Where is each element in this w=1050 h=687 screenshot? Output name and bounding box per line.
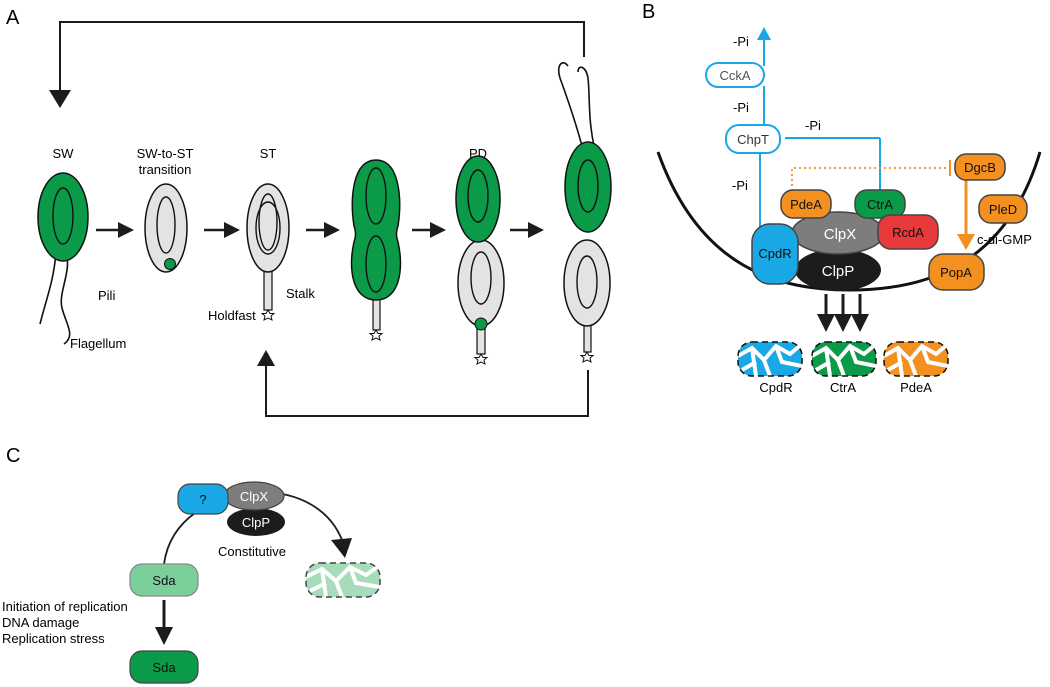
stabilization-arrow	[155, 600, 173, 645]
degradation-path-arrowhead	[331, 538, 352, 558]
constitutive-label: Constitutive	[218, 544, 286, 559]
degraded-ctra	[811, 341, 877, 377]
svg-text:PleD: PleD	[989, 202, 1017, 217]
stage-label-st: ST	[260, 146, 277, 161]
clpx-complex-c: ClpX	[223, 481, 285, 511]
signal-replication-stress-label: Replication stress	[2, 631, 105, 646]
sda-protein-top: Sda	[129, 563, 199, 597]
panel-label-b: B	[642, 1, 655, 23]
swarmer-cell	[37, 172, 89, 345]
phospho-label-1: -Pi	[733, 34, 749, 49]
clpp-protein: ClpP	[795, 249, 881, 291]
flagellum-label: Flagellum	[70, 336, 126, 351]
svg-text:ChpT: ChpT	[737, 132, 769, 147]
svg-text:Sda: Sda	[152, 573, 176, 588]
product-label-ctra: CtrA	[830, 380, 856, 395]
svg-text:?: ?	[199, 492, 206, 507]
panel-label-c: C	[6, 445, 20, 467]
svg-text:CtrA: CtrA	[867, 197, 893, 212]
svg-text:ClpP: ClpP	[822, 263, 855, 280]
top-cycle-arrow	[59, 21, 585, 92]
transition-cell	[144, 183, 188, 273]
cpdr-protein: CpdR	[751, 223, 799, 285]
svg-text:ClpX: ClpX	[824, 226, 857, 243]
degradation-arrows	[817, 294, 869, 332]
product-label-cpdr: CpdR	[759, 380, 792, 395]
sda-protein-bottom: Sda	[129, 650, 199, 684]
ccka-protein: CckA	[705, 62, 765, 88]
svg-text:DgcB: DgcB	[964, 160, 996, 175]
phospho-label-2: -Pi	[733, 100, 749, 115]
predivisional-cell	[455, 155, 505, 365]
unknown-adaptor: ?	[177, 483, 229, 515]
svg-text:PopA: PopA	[940, 265, 972, 280]
holdfast-label: Holdfast	[208, 308, 256, 323]
signal-dna-damage-label: DNA damage	[2, 615, 79, 630]
clpp-complex-c: ClpP	[227, 508, 285, 536]
svg-text:Sda: Sda	[152, 660, 176, 675]
ctra-protein: CtrA	[854, 189, 906, 219]
pled-protein: PleD	[978, 194, 1028, 224]
top-cycle-arrowhead	[49, 90, 71, 108]
svg-text:PdeA: PdeA	[790, 197, 822, 212]
stage-label-sw-to-st: SW-to-ST	[137, 146, 194, 161]
stage-arrows	[96, 222, 544, 238]
late-predivisional-cell	[557, 62, 612, 363]
dgcb-signal-arrow	[957, 178, 975, 250]
signal-initiation-label: Initiation of replication	[2, 599, 128, 614]
rcda-protein: RcdA	[877, 214, 939, 250]
stage-label-transition: transition	[139, 162, 192, 177]
dgcb-protein: DgcB	[954, 153, 1006, 181]
phospho-label-3: -Pi	[805, 118, 821, 133]
stalked-cell	[246, 183, 290, 321]
bottom-cycle-arrowhead	[257, 350, 275, 366]
degraded-pdea	[883, 341, 949, 377]
svg-text:RcdA: RcdA	[892, 225, 924, 240]
stage-label-sw: SW	[53, 146, 75, 161]
degraded-sda	[305, 562, 381, 598]
svg-text:CckA: CckA	[719, 68, 750, 83]
product-label-pdea: PdeA	[900, 380, 932, 395]
degraded-cpdr	[737, 341, 803, 377]
c-di-gmp-label: c-di-GMP	[977, 232, 1032, 247]
panel-label-a: A	[6, 7, 20, 29]
stalk-label: Stalk	[286, 286, 315, 301]
dgcb-inhibition	[791, 160, 951, 196]
dividing-cell	[350, 159, 402, 341]
svg-text:ClpP: ClpP	[242, 515, 270, 530]
pili-label: Pili	[98, 288, 115, 303]
popa-protein: PopA	[928, 253, 985, 291]
pdea-protein: PdeA	[780, 189, 832, 219]
svg-text:ClpX: ClpX	[240, 489, 269, 504]
chpt-protein: ChpT	[725, 124, 781, 154]
phospho-label-4: -Pi	[732, 178, 748, 193]
svg-text:CpdR: CpdR	[758, 246, 791, 261]
bottom-cycle-arrow	[265, 364, 589, 417]
